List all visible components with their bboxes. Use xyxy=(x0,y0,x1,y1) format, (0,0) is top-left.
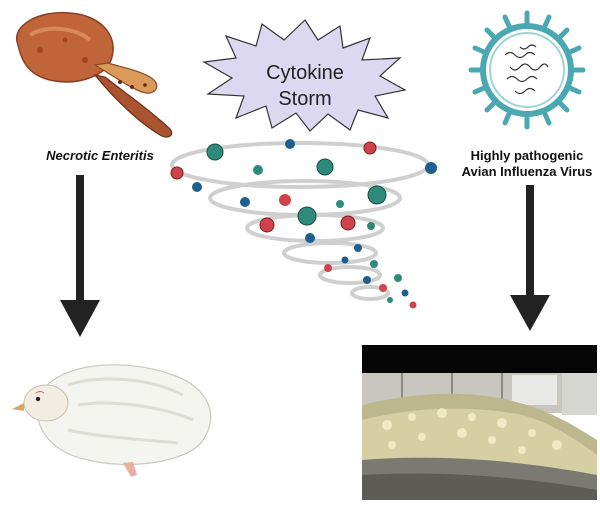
left-down-arrow xyxy=(60,175,100,337)
intestine-image xyxy=(15,11,173,138)
cytokine-storm-title: Cytokine Storm xyxy=(230,60,380,112)
tornado-spiral xyxy=(170,139,437,309)
cytokine-storm-starburst xyxy=(202,19,407,132)
cytokine-dots xyxy=(170,139,437,309)
hpai-label-line1: Highly pathogenic xyxy=(470,148,584,163)
storm-title-line1: Cytokine xyxy=(266,62,344,84)
storm-title-line2: Storm xyxy=(278,88,332,110)
sick-chicken-image xyxy=(12,364,212,477)
necrotic-enteritis-label: Necrotic Enteritis xyxy=(46,148,154,163)
hpai-label: Highly pathogenic Avian Influenza Virus xyxy=(452,148,600,180)
hpai-label-line2: Avian Influenza Virus xyxy=(461,164,593,179)
right-down-arrow xyxy=(510,185,550,331)
mass-mortality-photo xyxy=(362,345,597,500)
virus-icon xyxy=(468,10,586,130)
